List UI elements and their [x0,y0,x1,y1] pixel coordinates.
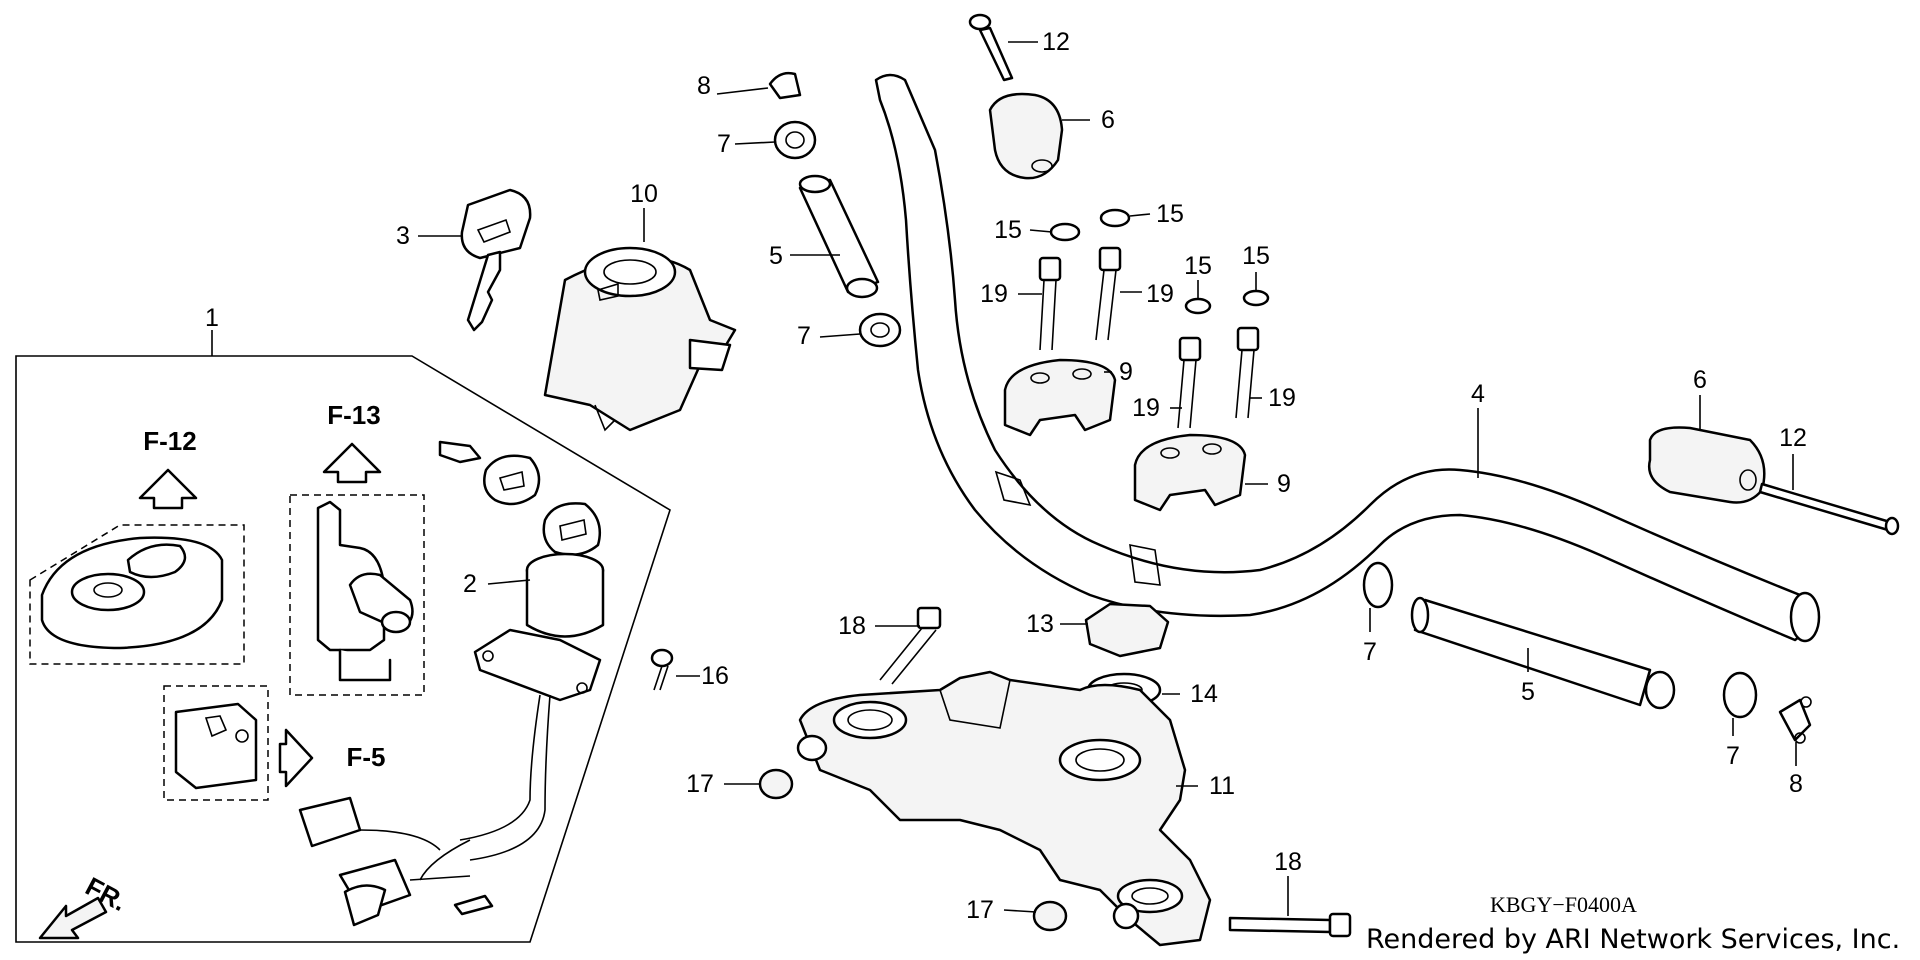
up-arrow-f12 [138,468,198,510]
front-direction-arrow [38,896,108,940]
callout-7-right-b: 7 [1726,742,1740,770]
callout-5-right: 5 [1521,678,1535,706]
callout-19-c: 19 [1132,394,1160,422]
collar-7-mid [858,312,902,348]
ref-f12: F-12 [143,426,196,456]
callout-19-b: 19 [1146,280,1174,308]
handlebar-weight-right [1647,426,1766,504]
handlebar-pipe [874,73,1821,643]
nut-17-upper [758,768,794,800]
bolt-18-upper [879,606,942,685]
ref-f5: F-5 [347,742,386,772]
callout-7-right-a: 7 [1363,638,1377,666]
callout-4: 4 [1471,380,1485,408]
bolt-12-top [968,13,1014,82]
nut-17-lower [1032,900,1068,932]
bolt-19-c [1177,336,1202,429]
callout-8-right: 8 [1789,770,1803,798]
relay-assembly [163,685,269,801]
callout-15-b: 15 [1156,200,1184,228]
right-grip-pipe [1410,596,1676,710]
callout-9-b: 9 [1277,470,1291,498]
callout-11: 11 [1209,772,1235,800]
callout-12-top: 12 [1042,28,1070,56]
diagram-code: KBGY−F0400A [1490,892,1637,917]
callout-17-upper: 17 [686,770,714,798]
part-callouts: 1 3 10 2 16 8 7 5 7 12 6 15 15 15 15 19 … [205,28,1807,924]
screw-16 [650,648,674,691]
callout-8-top: 8 [697,72,711,100]
callout-15-c: 15 [1184,252,1212,280]
callout-5-left: 5 [769,242,783,270]
clip-8-top [768,71,802,100]
ignition-switch [298,552,605,927]
callout-19-a: 19 [980,280,1008,308]
callout-7-mid: 7 [797,322,811,350]
bolt-19-d [1235,326,1260,419]
switch-cover [543,246,737,432]
bolt-19-a [1038,256,1062,351]
seat-lock-assembly [29,524,245,665]
nut-13 [1084,602,1170,658]
bolt-18-lower [1228,912,1352,938]
callout-1: 1 [205,304,219,332]
kit-outline [15,330,671,943]
collar-7-top [773,120,817,160]
top-bridge [796,670,1212,947]
callout-12-right: 12 [1779,424,1807,452]
collar-7-right-b [1722,671,1758,719]
bolt-19-b [1095,246,1122,341]
callout-13: 13 [1026,610,1054,638]
callout-18-upper: 18 [838,612,866,640]
callout-16: 16 [701,662,729,690]
helmet-holder-assembly [289,494,425,696]
callout-3: 3 [396,222,410,250]
callout-15-d: 15 [1242,242,1270,270]
leader-lines [418,41,1797,916]
callout-17-lower: 17 [966,896,994,924]
washer-15-b [1099,208,1131,228]
spare-key [460,188,532,332]
left-grip-pipe [798,174,880,299]
callout-15-a: 15 [994,216,1022,244]
callout-7-top: 7 [717,130,731,158]
right-arrow-f5 [278,728,314,788]
callout-9-a: 9 [1119,358,1133,386]
callout-14: 14 [1190,680,1218,708]
ref-f13: F-13 [327,400,380,430]
washer-15-d [1242,289,1270,307]
callout-19-d: 19 [1268,384,1296,412]
washer-15-c [1184,297,1212,315]
up-arrow-f13 [322,442,382,484]
callout-6-right: 6 [1693,366,1707,394]
upper-holder-a [1003,358,1117,437]
washer-15-a [1049,222,1081,242]
callout-2: 2 [463,570,477,598]
bolt-12-right [1758,482,1900,536]
clip-8-right [1778,696,1812,744]
callout-18-lower: 18 [1274,848,1302,876]
handlebar-weight-top [988,92,1064,180]
callout-10: 10 [630,180,658,208]
collar-7-right-a [1362,561,1394,609]
ignition-keys [438,440,602,557]
upper-holder-b [1133,433,1247,512]
render-credit: Rendered by ARI Network Services, Inc. [1366,924,1900,955]
callout-6-top: 6 [1101,106,1115,134]
